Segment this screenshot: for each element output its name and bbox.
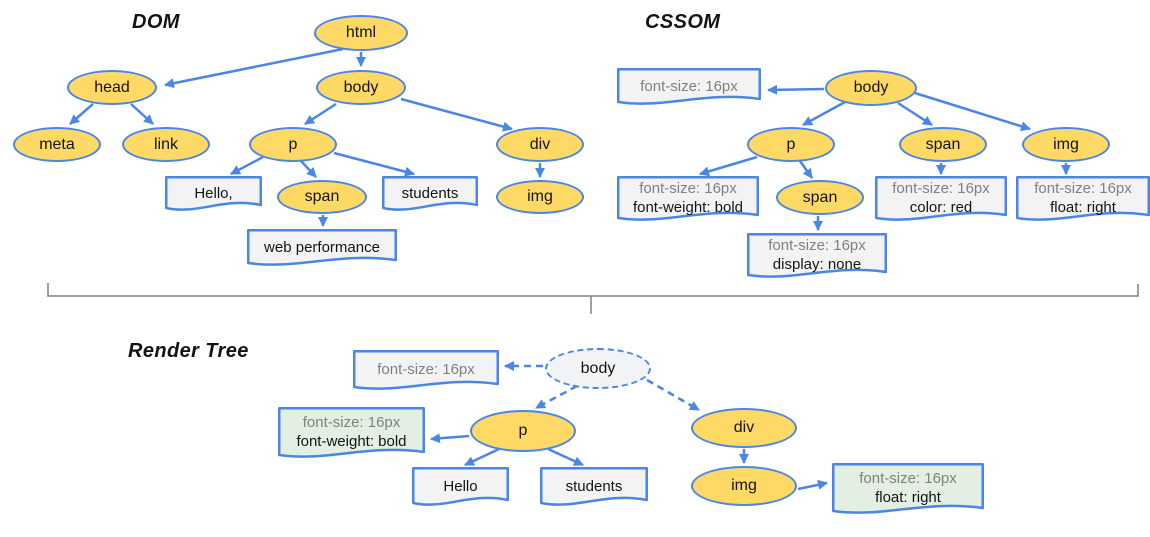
arrow-cssom-p-rule bbox=[699, 155, 758, 177]
dom-title: DOM bbox=[132, 11, 180, 33]
cssom-rule-img-inherited: font-size: 16px bbox=[1034, 180, 1132, 197]
dom-node-html: html bbox=[314, 15, 408, 51]
render-rule-img-inherited: font-size: 16px bbox=[859, 470, 957, 487]
dom-text-hello-label: Hello, bbox=[194, 184, 233, 202]
arrow-dom-p-span bbox=[300, 160, 317, 178]
render-rule-p-inherited: font-size: 16px bbox=[302, 414, 401, 431]
cssom-rule-img-declaration: float: right bbox=[1050, 199, 1116, 216]
cssom-rule-span: font-size: 16px color: red bbox=[875, 176, 1007, 221]
dom-text-students-label: students bbox=[401, 184, 459, 202]
dom-node-span: span bbox=[277, 180, 367, 214]
arrow-dom-p-students bbox=[333, 151, 415, 177]
dom-node-meta: meta bbox=[13, 127, 101, 162]
arrow-render-img-floatright bbox=[797, 479, 828, 491]
cssom-rule-body: font-size: 16px bbox=[617, 68, 761, 105]
render-node-body: body bbox=[545, 348, 651, 389]
render-rule-body: font-size: 16px bbox=[353, 350, 499, 390]
cssom-rule-p: font-size: 16px font-weight: bold bbox=[617, 176, 759, 221]
arrow-dom-head-link bbox=[130, 103, 154, 125]
render-rule-img: font-size: 16px float: right bbox=[832, 463, 984, 514]
arrow-dom-p-hello bbox=[230, 155, 264, 176]
combine-brace bbox=[47, 283, 1139, 297]
arrow-render-p-rule bbox=[430, 433, 470, 444]
cssom-rule-p-declaration: font-weight: bold bbox=[632, 199, 744, 216]
cssom-rule-span-child-declaration: display: none bbox=[772, 256, 862, 273]
arrow-cssom-body-p bbox=[802, 100, 846, 127]
dom-node-div: div bbox=[496, 127, 584, 162]
render-rule-img-declaration: float: right bbox=[875, 489, 941, 506]
render-rule-body-fontsize: font-size: 16px bbox=[377, 361, 475, 378]
render-node-div: div bbox=[691, 408, 797, 448]
cssom-node-span: span bbox=[899, 127, 987, 162]
arrow-dom-body-p bbox=[304, 102, 337, 126]
arrow-cssom-body-fontsize bbox=[767, 84, 825, 95]
cssom-rule-body-fontsize: font-size: 16px bbox=[640, 77, 738, 95]
dom-node-link: link bbox=[122, 127, 210, 162]
dom-node-p: p bbox=[249, 127, 337, 162]
dom-text-hello: Hello, bbox=[165, 176, 262, 211]
cssom-rule-p-inherited: font-size: 16px bbox=[639, 180, 737, 197]
cssom-rule-span-declaration: color: red bbox=[909, 199, 973, 216]
render-node-img: img bbox=[691, 466, 797, 506]
arrow-render-p-hello bbox=[464, 447, 500, 467]
render-rule-p-declaration: font-weight: bold bbox=[296, 433, 407, 450]
cssom-node-span-child: span bbox=[776, 180, 864, 215]
arrow-render-body-p bbox=[535, 384, 578, 410]
cssom-node-p: p bbox=[747, 127, 835, 162]
render-tree-title: Render Tree bbox=[128, 340, 249, 362]
cssom-rule-img: font-size: 16px float: right bbox=[1016, 176, 1150, 221]
render-node-p: p bbox=[470, 410, 576, 452]
dom-node-img: img bbox=[496, 180, 584, 214]
render-text-students-label: students bbox=[565, 477, 623, 495]
render-text-students: students bbox=[540, 467, 648, 506]
arrow-cssom-p-span bbox=[798, 160, 814, 179]
dom-node-body: body bbox=[316, 70, 406, 105]
cssom-rule-span-inherited: font-size: 16px bbox=[892, 180, 990, 197]
cssom-title: CSSOM bbox=[645, 11, 721, 33]
arrow-cssom-body-img bbox=[914, 91, 1031, 132]
cssom-rule-span-child-inherited: font-size: 16px bbox=[768, 237, 866, 254]
dom-text-web-performance-label: web performance bbox=[264, 238, 380, 256]
arrow-dom-head-meta bbox=[69, 103, 94, 125]
cssom-rule-span-child: font-size: 16px display: none bbox=[747, 233, 887, 278]
arrow-dom-html-head bbox=[164, 47, 344, 89]
arrow-render-body-div bbox=[646, 378, 700, 412]
render-text-hello-label: Hello bbox=[443, 477, 478, 495]
render-text-hello: Hello bbox=[412, 467, 509, 506]
dom-text-web-performance: web performance bbox=[247, 229, 397, 266]
arrow-cssom-body-span bbox=[897, 101, 933, 127]
arrow-render-p-students bbox=[547, 447, 584, 467]
render-rule-p: font-size: 16px font-weight: bold bbox=[278, 407, 425, 458]
arrow-dom-body-div bbox=[400, 97, 513, 132]
cssom-node-body: body bbox=[825, 70, 917, 106]
cssom-node-img: img bbox=[1022, 127, 1110, 162]
dom-node-head: head bbox=[67, 70, 157, 105]
dom-text-students: students bbox=[382, 176, 478, 211]
